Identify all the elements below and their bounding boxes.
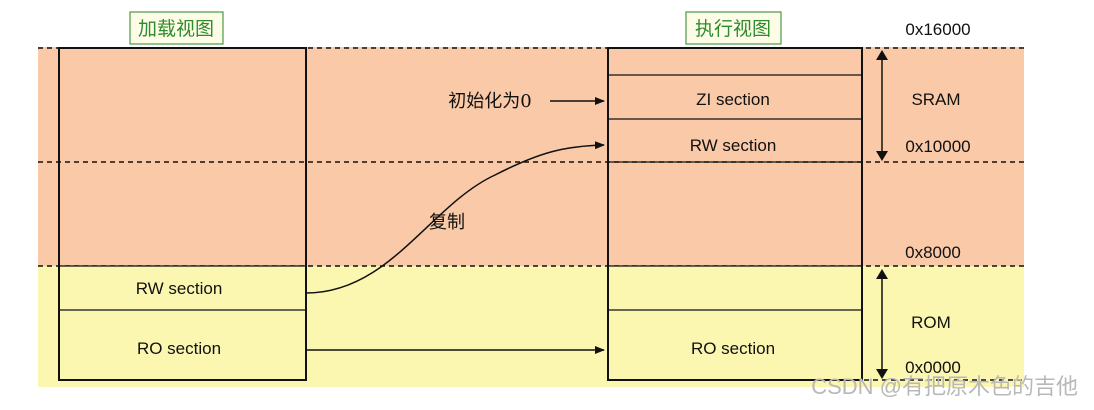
sram-region-label: SRAM	[911, 90, 960, 109]
load-view-ro-box	[59, 310, 306, 380]
exec-view-title: 执行视图	[685, 11, 782, 45]
load-view-ro-label: RO section	[137, 339, 221, 358]
load-view-rw-box	[59, 266, 306, 310]
load-view: RW section RO section	[58, 47, 307, 381]
exec-view-rom-box	[608, 266, 862, 380]
address-rom-top: 0x8000	[905, 243, 961, 262]
address-top: 0x16000	[905, 20, 970, 39]
sram-range-arrow-up	[876, 50, 888, 60]
sram-region-background	[38, 47, 1024, 266]
address-rom-base: 0x0000	[905, 358, 961, 377]
address-sram-base: 0x10000	[905, 137, 970, 156]
csdn-watermark: CSDN @有把原木色的吉他	[811, 374, 1078, 399]
rom-range-arrow-up	[876, 269, 888, 279]
zero-init-annotation: 初始化为0	[448, 91, 531, 112]
exec-view-title-text: 执行视图	[695, 18, 771, 40]
load-view-title-text: 加载视图	[138, 18, 214, 40]
load-view-rw-label: RW section	[136, 279, 223, 298]
exec-view: ZI section RW section RO section	[607, 47, 863, 381]
exec-view-zi-label: ZI section	[696, 90, 770, 109]
load-view-title: 加载视图	[129, 11, 224, 45]
exec-view-rw-label: RW section	[690, 136, 777, 155]
exec-view-ro-label: RO section	[691, 339, 775, 358]
copy-annotation: 复制	[429, 212, 465, 233]
sram-range-arrow-down	[876, 151, 888, 161]
load-view-title-box	[129, 11, 224, 45]
copy-arrow	[305, 141, 605, 294]
rom-region-label: ROM	[911, 313, 951, 332]
exec-view-title-box	[685, 11, 782, 45]
rom-range-arrow-down	[876, 369, 888, 379]
exec-view-frame	[607, 47, 863, 381]
load-view-frame	[58, 47, 307, 381]
rom-range-bracket	[876, 269, 888, 379]
sram-range-bracket	[876, 50, 888, 161]
